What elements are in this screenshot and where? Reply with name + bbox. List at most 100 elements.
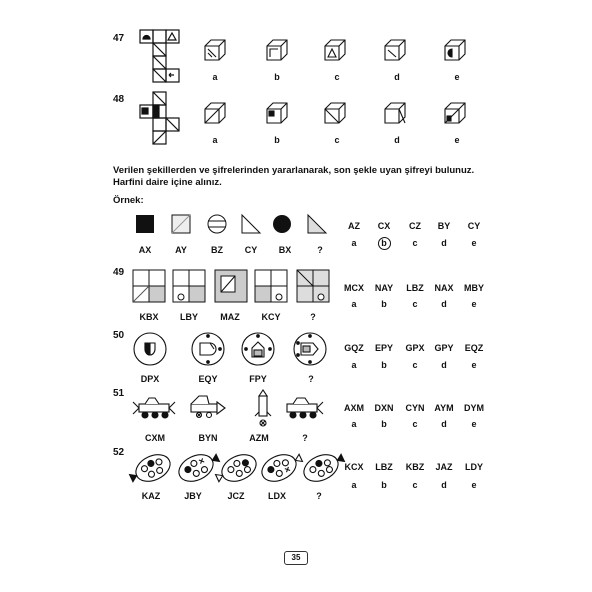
question-48-number: 48 xyxy=(113,94,125,105)
example-choice-code: AZ xyxy=(348,221,360,231)
option-a[interactable]: a xyxy=(212,135,218,145)
option-b[interactable]: b xyxy=(381,360,387,370)
instructions-line-2: Harfini daire içine alınız. xyxy=(113,177,222,188)
answer-circle: b xyxy=(377,237,391,250)
choice-code: AYM xyxy=(434,403,454,413)
choice-code: NAY xyxy=(374,283,394,293)
option-a[interactable]: a xyxy=(351,360,357,370)
option-e[interactable]: e xyxy=(471,360,477,370)
figure-label: LDX xyxy=(268,491,286,501)
option-b[interactable]: b xyxy=(381,480,387,490)
example-label: CY xyxy=(244,245,258,255)
choice-code: GQZ xyxy=(344,343,364,353)
choice-code: GPX xyxy=(405,343,425,353)
option-a[interactable]: a xyxy=(212,72,218,82)
example-choice-code: CY xyxy=(467,221,481,231)
figure-label: MAZ xyxy=(220,312,240,322)
choice-code: JAZ xyxy=(435,462,453,472)
option-d[interactable]: d xyxy=(394,135,400,145)
option-d[interactable]: d xyxy=(441,360,447,370)
option-c[interactable]: c xyxy=(412,480,418,490)
choice-code: AXM xyxy=(344,403,364,413)
figure-label: ? xyxy=(302,433,308,443)
example-choice-code: CX xyxy=(377,221,391,231)
option-a[interactable]: a xyxy=(351,299,357,309)
choice-code: EPY xyxy=(374,343,393,353)
option-e[interactable]: e xyxy=(471,419,477,429)
instructions-line-1: Verilen şekillerden ve şifrelerinden yar… xyxy=(113,165,475,176)
question-50-number: 50 xyxy=(113,330,125,341)
option-a[interactable]: a xyxy=(351,480,357,490)
choice-code: DXN xyxy=(374,403,394,413)
choice-code: LBZ xyxy=(375,462,393,472)
option-b[interactable]: b xyxy=(369,237,399,250)
example-title: Örnek: xyxy=(113,195,144,206)
option-b[interactable]: b xyxy=(381,419,387,429)
figure-label: JBY xyxy=(184,491,202,501)
option-c[interactable]: c xyxy=(412,299,418,309)
choice-code: EQZ xyxy=(464,343,484,353)
option-b[interactable]: b xyxy=(274,72,280,82)
figure-label: AZM xyxy=(249,433,269,443)
figure-label: ? xyxy=(316,491,322,501)
example-label: BX xyxy=(278,245,292,255)
option-d[interactable]: d xyxy=(441,419,447,429)
option-b[interactable]: b xyxy=(381,299,387,309)
option-d[interactable]: d xyxy=(441,238,447,248)
figure-label: ? xyxy=(308,374,314,384)
example-label: AX xyxy=(138,245,152,255)
option-e[interactable]: e xyxy=(471,238,477,248)
option-b[interactable]: b xyxy=(274,135,280,145)
choice-code: CYN xyxy=(405,403,425,413)
figure-label: BYN xyxy=(198,433,218,443)
figure-label: LBY xyxy=(180,312,198,322)
question-47-option-cubes xyxy=(204,39,466,61)
option-d[interactable]: d xyxy=(441,299,447,309)
question-51-number: 51 xyxy=(113,388,125,399)
option-c[interactable]: c xyxy=(412,360,418,370)
question-52-figures xyxy=(128,453,346,483)
choice-code: GPY xyxy=(434,343,454,353)
question-49-figures xyxy=(132,269,330,303)
option-d[interactable]: d xyxy=(441,480,447,490)
example-label: ? xyxy=(317,245,323,255)
option-e[interactable]: e xyxy=(471,299,477,309)
figure-label: JCZ xyxy=(227,491,245,501)
option-c[interactable]: c xyxy=(412,238,418,248)
question-47-number: 47 xyxy=(113,33,125,44)
example-shapes xyxy=(136,213,328,234)
choice-code: KCX xyxy=(344,462,364,472)
choice-code: KBZ xyxy=(405,462,425,472)
figure-label: DPX xyxy=(140,374,160,384)
option-e[interactable]: e xyxy=(454,135,460,145)
option-e[interactable]: e xyxy=(454,72,460,82)
question-47-cube-net xyxy=(139,29,180,83)
question-48-cube-net xyxy=(139,91,180,145)
figure-label: KAZ xyxy=(141,491,161,501)
option-e[interactable]: e xyxy=(471,480,477,490)
option-d[interactable]: d xyxy=(394,72,400,82)
figure-label: CXM xyxy=(145,433,165,443)
example-choice-code: CZ xyxy=(409,221,421,231)
choice-code: DYM xyxy=(464,403,484,413)
question-51-figures xyxy=(132,389,324,427)
example-label: BZ xyxy=(211,245,223,255)
option-c[interactable]: c xyxy=(334,72,340,82)
option-c[interactable]: c xyxy=(334,135,340,145)
option-a[interactable]: a xyxy=(351,238,357,248)
figure-label: KCY xyxy=(261,312,281,322)
option-c[interactable]: c xyxy=(412,419,418,429)
figure-label: KBX xyxy=(139,312,159,322)
question-50-figures xyxy=(133,332,327,366)
example-choice-code: BY xyxy=(437,221,451,231)
choice-code: LDY xyxy=(465,462,483,472)
option-a[interactable]: a xyxy=(351,419,357,429)
figure-label: EQY xyxy=(198,374,218,384)
page-number: 35 xyxy=(284,551,308,565)
question-48-option-cubes xyxy=(204,102,466,124)
choice-code: NAX xyxy=(434,283,454,293)
figure-label: FPY xyxy=(249,374,267,384)
figure-label: ? xyxy=(310,312,316,322)
choice-code: MBY xyxy=(464,283,484,293)
question-52-number: 52 xyxy=(113,447,125,458)
